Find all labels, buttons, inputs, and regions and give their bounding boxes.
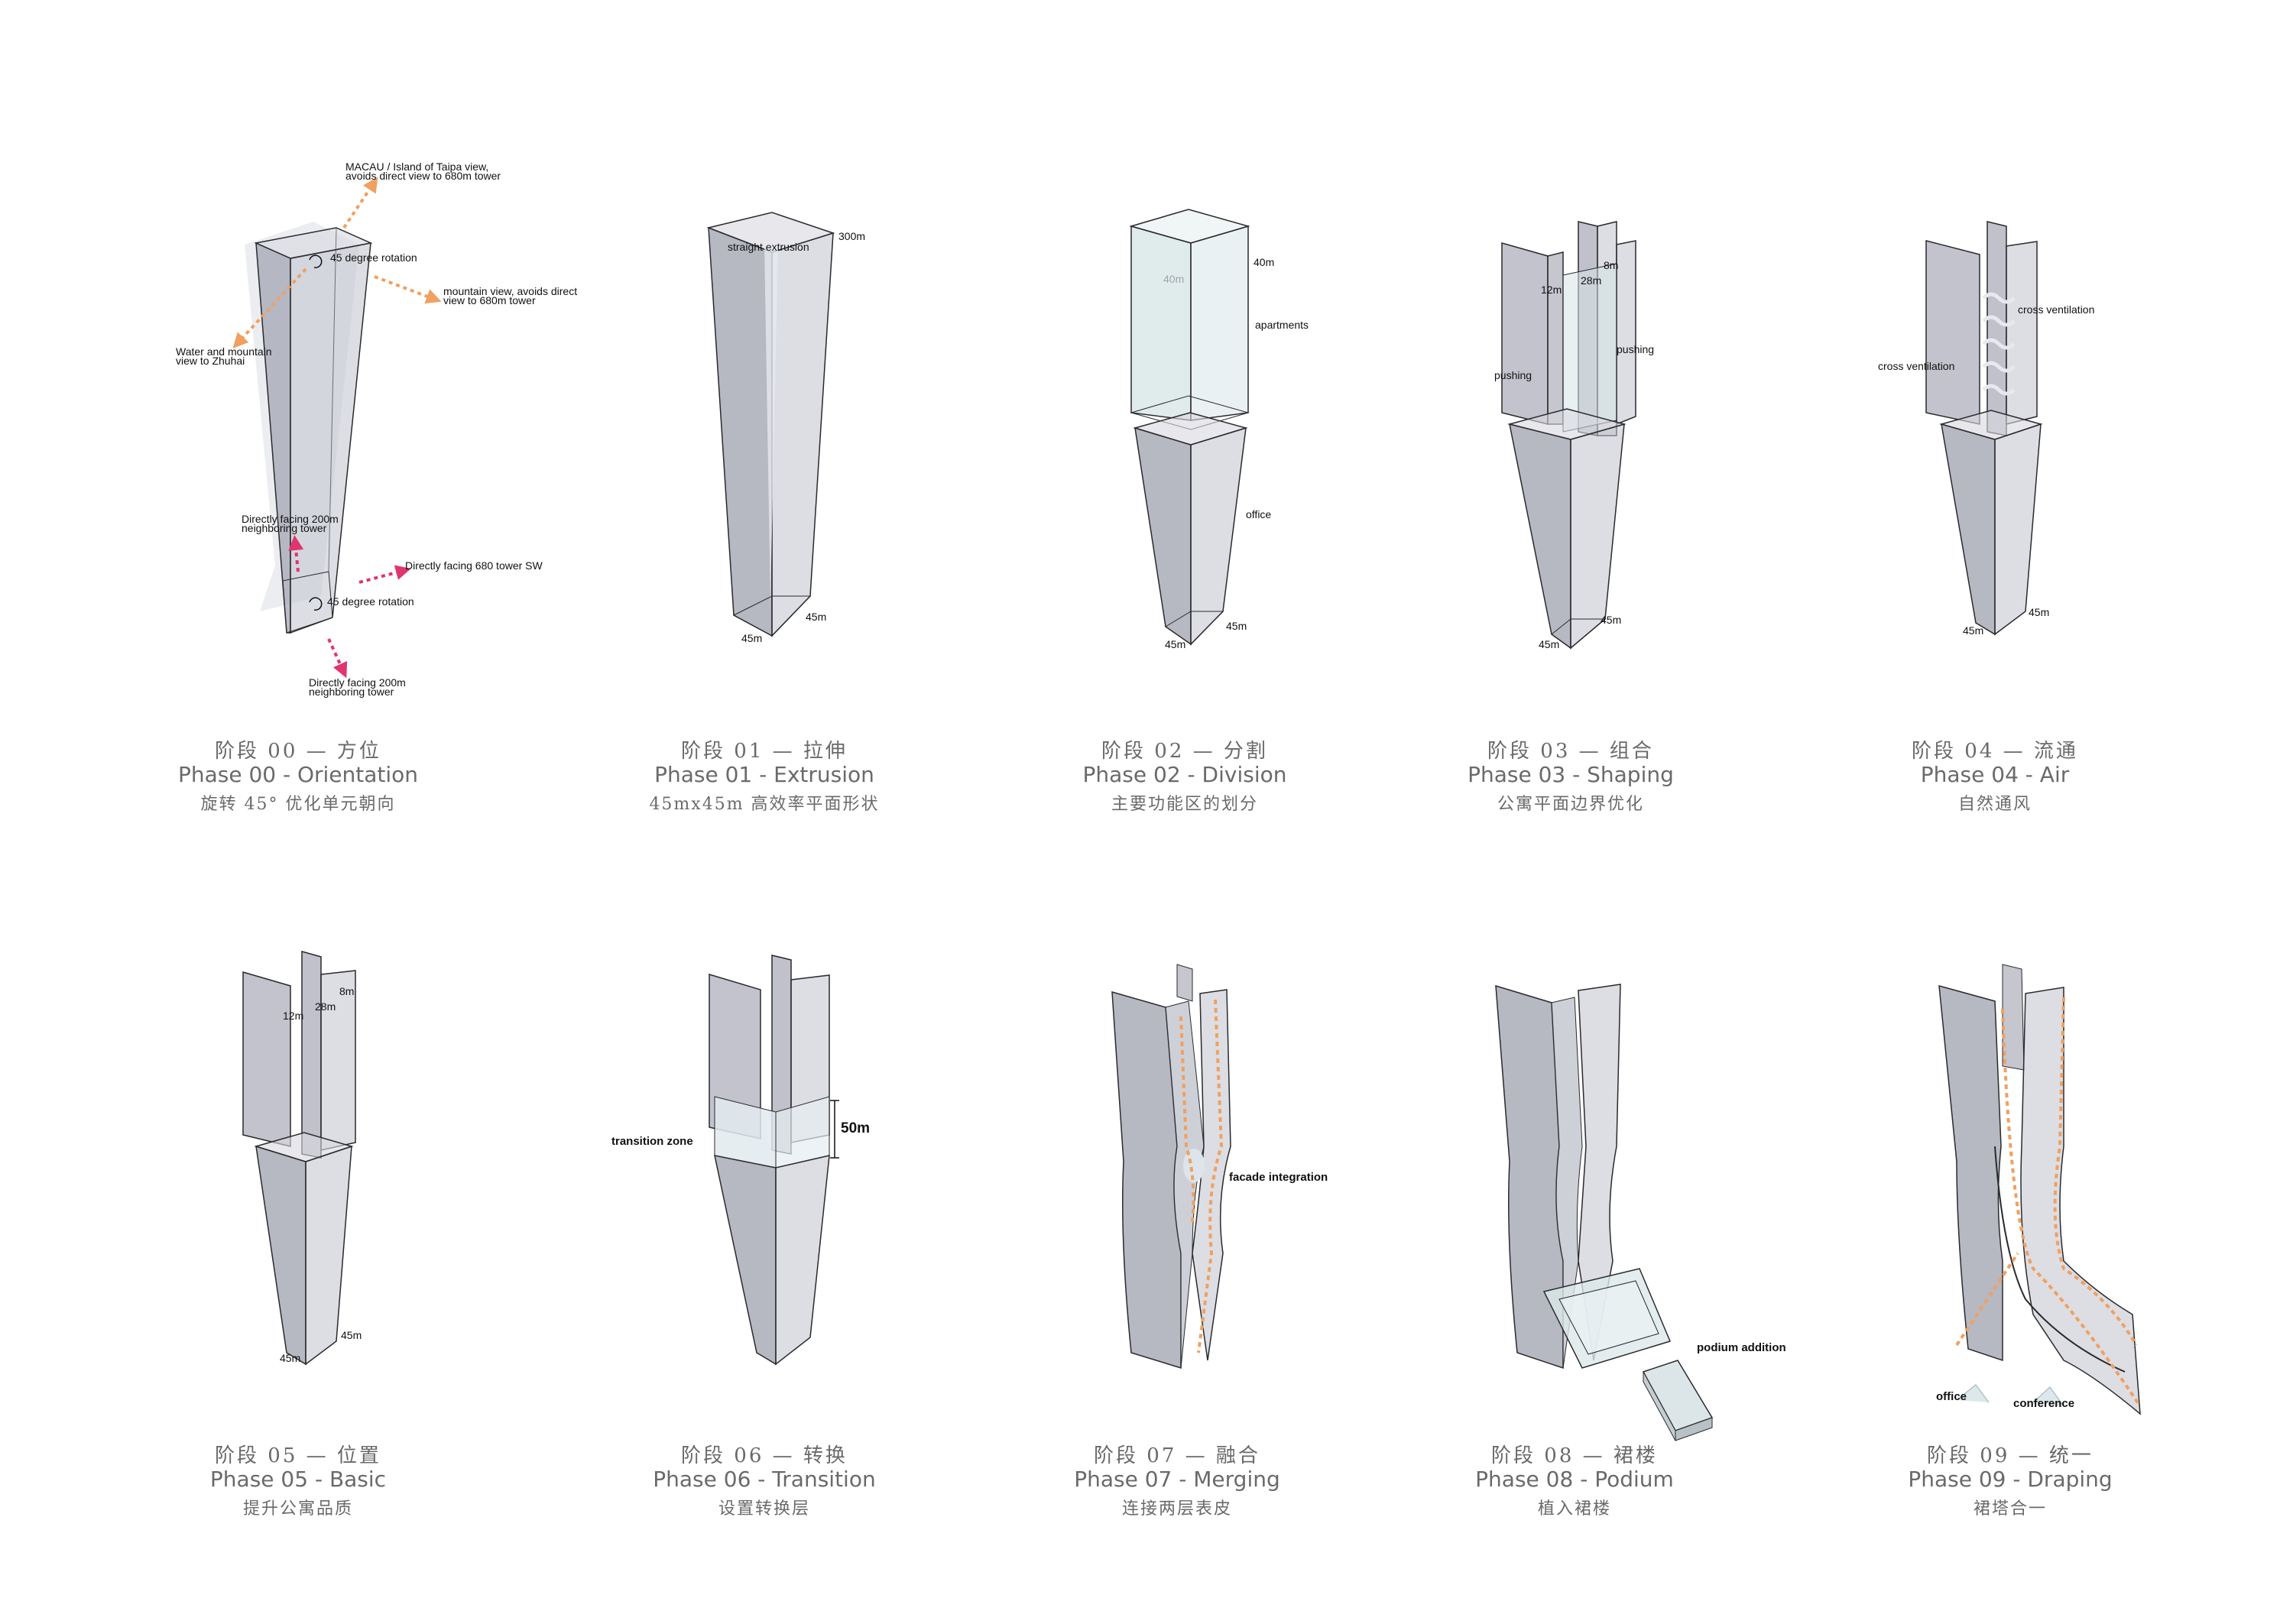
- phase-08-diagram: podium addition: [1495, 984, 1786, 1441]
- p02-width-2: 45m: [1226, 620, 1247, 632]
- p01-extrusion-label: straight extrusion: [728, 241, 809, 253]
- p04-cross-ventilation-right: cross ventilation: [2018, 303, 2094, 316]
- p03-pushing-left: pushing: [1494, 369, 1532, 381]
- phase-00-diagram: MACAU / Island of Taipa view, avoids dir…: [176, 160, 577, 698]
- phase-04-title-en: Phase 04 - Air: [1920, 762, 2070, 787]
- p03-8m-label: 8m: [1604, 259, 1618, 271]
- p07-facade-integration-label: facade integration: [1229, 1171, 1328, 1184]
- p04-width-1: 45m: [1963, 624, 1983, 637]
- phase-02-title-cn: 阶段 02 — 分割: [1101, 740, 1268, 763]
- phase-09-title-en: Phase 09 - Draping: [1908, 1467, 2113, 1492]
- phase-05-caption: 阶段 05 — 位置 Phase 05 - Basic 提升公寓品质: [138, 1444, 459, 1521]
- p03-28m-label: 28m: [1581, 274, 1601, 287]
- p00-mountain-label-2: view to 680m tower: [443, 294, 536, 306]
- p05-8m-label: 8m: [339, 985, 354, 997]
- p00-rotation-top-label: 45 degree rotation: [330, 251, 417, 264]
- p00-rotation-bottom-label: 45 degree rotation: [327, 595, 414, 608]
- phase-04-subtitle: 自然通风: [1957, 795, 2032, 814]
- p09-office-label: office: [1936, 1390, 1967, 1403]
- phase-00-caption: 阶段 00 — 方位 Phase 00 - Orientation 旋转 45°…: [138, 740, 459, 816]
- phase-03-title-en: Phase 03 - Shaping: [1468, 762, 1674, 787]
- p02-inner-40-label: 40m: [1163, 273, 1184, 285]
- p01-height-label: 300m: [838, 230, 865, 242]
- phase-08-title-en: Phase 08 - Podium: [1475, 1467, 1674, 1492]
- phase-02-caption: 阶段 02 — 分割 Phase 02 - Division 主要功能区的划分: [1024, 740, 1345, 816]
- p01-width-2: 45m: [806, 611, 826, 623]
- phase-09-diagram: office conference: [1936, 964, 2142, 1415]
- p01-width-1: 45m: [741, 632, 762, 644]
- p03-width-2: 45m: [1601, 614, 1621, 626]
- phase-01-subtitle: 45mx45m 高效率平面形状: [649, 795, 880, 814]
- phase-06-title-en: Phase 06 - Transition: [653, 1467, 876, 1492]
- phase-04-caption: 阶段 04 — 流通 Phase 04 - Air 自然通风: [1834, 740, 2155, 816]
- phase-02-subtitle: 主要功能区的划分: [1111, 795, 1258, 814]
- phase-00-subtitle: 旋转 45° 优化单元朝向: [200, 795, 396, 814]
- p00-facing-200-a: Directly facing 200m: [242, 513, 339, 525]
- phase-07-subtitle: 连接两层表皮: [1121, 1499, 1232, 1519]
- phase-08-subtitle: 植入裙楼: [1537, 1499, 1611, 1519]
- phase-07-diagram: facade integration: [1111, 964, 1328, 1370]
- p00-facing-200-a-2: neighboring tower: [242, 522, 327, 534]
- p02-office-label: office: [1246, 508, 1271, 520]
- p00-water-label: Water and mountain: [176, 345, 272, 358]
- phase-05-diagram: 8m 28m 12m 45m 45m: [242, 951, 362, 1366]
- phase-09-title-cn: 阶段 09 — 统一: [1927, 1444, 2094, 1467]
- p00-mountain-label: mountain view, avoids direct: [443, 285, 577, 297]
- p05-width-2: 45m: [341, 1329, 362, 1341]
- phase-05-subtitle: 提升公寓品质: [242, 1499, 353, 1519]
- p00-macau-label-2: avoids direct view to 680m tower: [345, 170, 501, 182]
- phase-00-title-cn: 阶段 00 — 方位: [215, 740, 381, 763]
- p00-water-label-2: view to Zhuhai: [176, 355, 245, 367]
- p03-width-1: 45m: [1539, 638, 1559, 650]
- phase-00-title-en: Phase 00 - Orientation: [177, 762, 419, 787]
- phase-02-title-en: Phase 02 - Division: [1082, 762, 1287, 787]
- phase-08-title-cn: 阶段 08 — 裙楼: [1491, 1444, 1658, 1467]
- phase-09-subtitle: 裙塔合一: [1973, 1499, 2047, 1519]
- p03-pushing-right: pushing: [1617, 343, 1654, 355]
- phase-03-diagram: 8m 28m 12m pushing pushing 45m 45m: [1494, 221, 1654, 650]
- p02-top-height-label: 40m: [1254, 256, 1274, 268]
- phase-01-title-cn: 阶段 01 — 拉伸: [681, 740, 848, 763]
- p04-cross-ventilation-left: cross ventilation: [1878, 360, 1954, 372]
- p05-width-1: 45m: [280, 1352, 300, 1364]
- p02-apartments-label: apartments: [1255, 319, 1309, 331]
- p04-width-2: 45m: [2029, 606, 2049, 618]
- phase-03-subtitle: 公寓平面边界优化: [1497, 795, 1644, 814]
- phase-08-caption: 阶段 08 — 裙楼 Phase 08 - Podium 植入裙楼: [1414, 1444, 1735, 1521]
- p06-50m-label: 50m: [841, 1120, 870, 1136]
- p02-width-1: 45m: [1165, 638, 1185, 650]
- phase-02-diagram: 40m 40m apartments office 45m 45m: [1129, 209, 1309, 650]
- phase-07-title-en: Phase 07 - Merging: [1074, 1467, 1280, 1492]
- phase-06-subtitle: 设置转换层: [718, 1499, 810, 1519]
- phase-06-title-cn: 阶段 06 — 转换: [681, 1444, 848, 1467]
- phase-09-caption: 阶段 09 — 统一 Phase 09 - Draping 裙塔合一: [1850, 1444, 2171, 1521]
- phase-01-caption: 阶段 01 — 拉伸 Phase 01 - Extrusion 45mx45m …: [604, 740, 925, 816]
- phase-06-diagram: transition zone 50m: [611, 955, 870, 1366]
- phase-03-caption: 阶段 03 — 组合 Phase 03 - Shaping 公寓平面边界优化: [1410, 740, 1731, 816]
- p09-conference-label: conference: [2013, 1397, 2074, 1410]
- phase-04-diagram: cross ventilation cross ventilation 45m …: [1878, 221, 2094, 637]
- p03-12m-label: 12m: [1541, 284, 1562, 296]
- p06-transition-zone-label: transition zone: [611, 1135, 693, 1148]
- p00-facing-200-b-2: neighboring tower: [309, 686, 394, 698]
- phase-05-title-cn: 阶段 05 — 位置: [215, 1444, 381, 1467]
- p05-28m-label: 28m: [315, 1000, 336, 1013]
- p00-facing-680-label: Directly facing 680 tower SW: [405, 559, 543, 572]
- p08-podium-addition-label: podium addition: [1697, 1341, 1786, 1354]
- phase-01-diagram: straight extrusion 300m 45m 45m: [706, 212, 865, 644]
- phase-07-caption: 阶段 07 — 融合 Phase 07 - Merging 连接两层表皮: [1017, 1444, 1338, 1521]
- phase-03-title-cn: 阶段 03 — 组合: [1487, 740, 1654, 763]
- p05-12m-label: 12m: [283, 1010, 303, 1022]
- phase-01-title-en: Phase 01 - Extrusion: [654, 762, 874, 787]
- phase-06-caption: 阶段 06 — 转换 Phase 06 - Transition 设置转换层: [604, 1444, 925, 1521]
- phase-04-title-cn: 阶段 04 — 流通: [1912, 740, 2078, 763]
- phase-05-title-en: Phase 05 - Basic: [209, 1467, 387, 1492]
- p00-facing-200-b: Directly facing 200m: [309, 676, 406, 689]
- phase-07-title-cn: 阶段 07 — 融合: [1094, 1444, 1260, 1467]
- p00-macau-label: MACAU / Island of Taipa view,: [345, 160, 488, 173]
